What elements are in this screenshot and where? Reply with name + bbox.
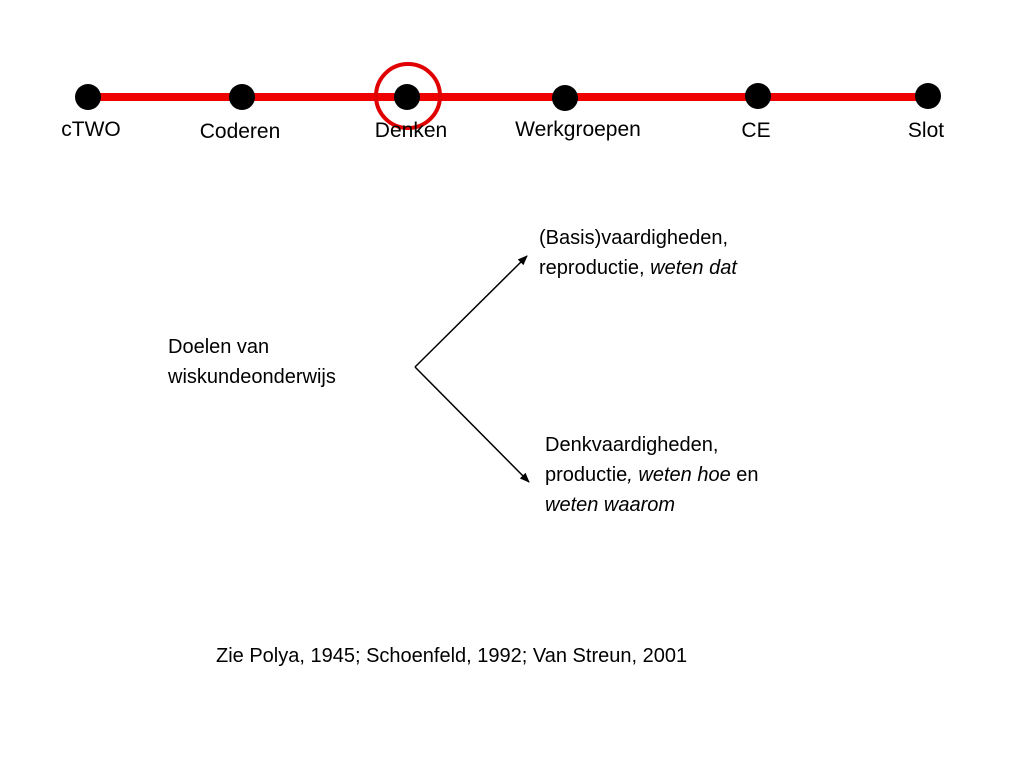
timeline-label-denken: Denken: [374, 119, 448, 142]
timeline-dot-werkgroepen: [552, 85, 578, 111]
arrow-to-top-branch: [414, 255, 528, 368]
timeline-dot-denken: [394, 84, 420, 110]
timeline-dot-coderen: [229, 84, 255, 110]
bottom-branch-tail-text: en: [730, 464, 759, 486]
timeline-label-ctwo: cTWO: [61, 118, 121, 141]
bottom-branch-plain-text: productie: [545, 464, 628, 486]
timeline-label-werkgroepen: Werkgroepen: [515, 118, 641, 141]
top-branch-italic-text: weten dat: [650, 257, 737, 279]
top-branch-plain-text: reproductie,: [539, 257, 651, 279]
timeline-dot-ce: [745, 83, 771, 109]
timeline-dot-slot: [915, 83, 941, 109]
bottom-branch-line-3: weten waarom: [545, 494, 676, 516]
source-line-1: Doelen van: [168, 336, 270, 358]
arrow-to-bottom-branch: [414, 366, 530, 483]
timeline-dots: [75, 83, 941, 111]
bottom-branch-italic-text: , weten hoe: [627, 464, 731, 486]
top-branch-line-2: reproductie, weten dat: [539, 253, 737, 283]
citation-text: Zie Polya, 1945; Schoenfeld, 1992; Van S…: [216, 645, 688, 667]
bottom-branch-text: Denkvaardigheden, productie, weten hoe e…: [545, 430, 759, 520]
top-branch-line-1: (Basis)vaardigheden,: [539, 227, 728, 249]
bottom-branch-line-2: productie, weten hoe en: [545, 460, 759, 490]
source-line-2: wiskundeonderwijs: [168, 366, 336, 388]
timeline-label-coderen: Coderen: [199, 120, 281, 143]
timeline-label-ce: CE: [741, 119, 771, 142]
timeline-dot-ctwo: [75, 84, 101, 110]
diagram-source-text: Doelen van wiskundeonderwijs: [168, 332, 336, 392]
timeline-label-slot: Slot: [907, 119, 945, 142]
top-branch-text: (Basis)vaardigheden, reproductie, weten …: [539, 223, 737, 283]
bottom-branch-line-1: Denkvaardigheden,: [545, 434, 719, 456]
